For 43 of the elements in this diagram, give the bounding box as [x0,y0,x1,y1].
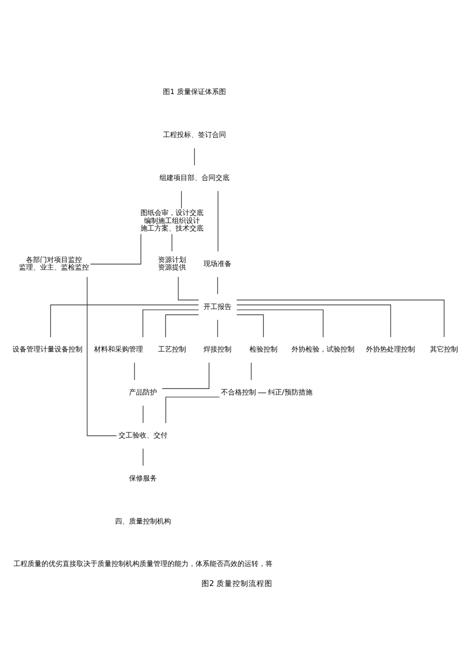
label: 图1 质量保证体系图 [163,86,226,96]
node-text: 现场准备 [204,258,232,268]
connector [142,308,199,338]
node-text: 不合格控制 [221,387,256,396]
connector [142,404,144,423]
node-text: 检验控制 [249,344,278,354]
node-text: 产品防护 [129,387,158,396]
node-text: 工艺控制 [158,344,186,354]
node-text: 焊接控制 [204,344,232,354]
connector [217,319,218,337]
connector [162,362,210,388]
connector [90,233,142,264]
connector [194,147,195,166]
connector [236,308,324,338]
connector [134,362,135,380]
node-text: 材料和采购管理 [94,344,143,354]
connector [165,396,220,423]
node-text: 图纸会审，设计交底 编制施工组织设计 施工方案、技术交底 [140,208,204,232]
connector [236,299,444,337]
label: 四、质量控制机构 [115,516,172,525]
connector [181,190,182,208]
connector [217,276,218,294]
node-text: 各部门对项目监控 监理、业主、监检监控 [18,254,89,272]
connector [165,314,199,338]
node-text: 组建项目部、合同交底 [159,172,230,182]
node-text: 纠正/预防措施 [268,387,312,396]
connector [50,304,199,337]
connector [178,276,199,300]
connector [250,362,252,380]
label: 工程质量的优劣直接取决于质量控制机构质量管理的能力，体系能否高效的运转，将 [14,558,273,568]
connector [236,314,264,338]
node-text: 外协热处理控制 [366,344,416,354]
node-text: 资源计划 资源提供 [158,254,186,272]
connector [86,276,117,436]
node-text: 其它控制 [430,344,458,354]
node-text: 外协检验，试验控制 [292,344,355,354]
node-text: 开工报告 [204,301,232,310]
connector [236,304,392,337]
node-text: 设备管理计量设备控制 [12,344,82,354]
node-text: 工程投标、签订合同 [162,130,226,139]
node-text: 交工验收、交付 [118,430,168,439]
node-text: 保修服务 [129,472,158,482]
connector [142,448,144,466]
